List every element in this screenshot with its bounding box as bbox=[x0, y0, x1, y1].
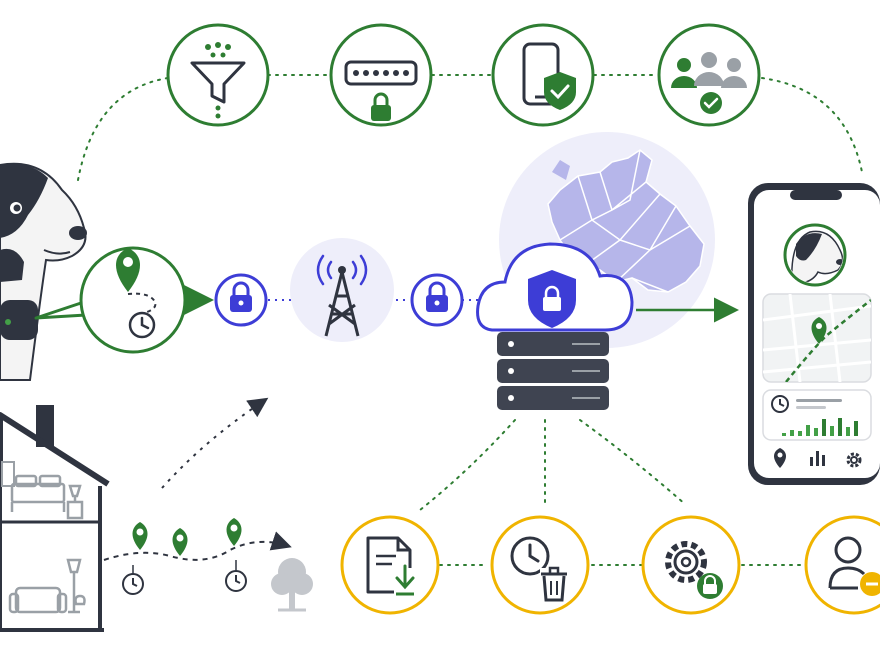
dog-with-collar bbox=[0, 162, 87, 381]
location-pin-icon bbox=[132, 522, 148, 550]
phone-shield-icon bbox=[522, 42, 576, 110]
clock-icon bbox=[128, 311, 156, 339]
document-download-icon bbox=[366, 536, 416, 596]
bar-chart-icon[interactable] bbox=[810, 451, 825, 466]
data-export-circle bbox=[340, 515, 440, 615]
funnel-circle bbox=[166, 23, 270, 127]
clock-trash-icon bbox=[510, 536, 568, 602]
activity-bar bbox=[854, 421, 858, 436]
clock-icon bbox=[122, 565, 144, 595]
activity-bar bbox=[830, 426, 834, 436]
password-lock-icon bbox=[344, 60, 418, 121]
server-stack-icon bbox=[497, 332, 609, 410]
lock-icon bbox=[410, 273, 464, 327]
activity-bar bbox=[782, 433, 786, 436]
location-time-bubble bbox=[34, 246, 214, 354]
gps-collar bbox=[0, 300, 38, 340]
encrypted-transmission bbox=[214, 238, 490, 342]
user-group-check-icon bbox=[671, 52, 747, 114]
activity-bar bbox=[846, 427, 850, 436]
shield-lock-icon bbox=[528, 270, 576, 328]
bottom-dotted-connectors bbox=[419, 419, 805, 566]
activity-bar bbox=[806, 425, 810, 436]
user-remove-icon bbox=[828, 536, 880, 596]
phone-app bbox=[748, 183, 880, 485]
lock-icon bbox=[214, 273, 268, 327]
activity-bar bbox=[798, 431, 802, 436]
funnel-icon bbox=[190, 42, 246, 119]
gear-lock-icon bbox=[665, 541, 723, 599]
home-zone-house bbox=[0, 405, 110, 632]
avatar bbox=[783, 223, 847, 287]
phone-tab-bar bbox=[774, 448, 862, 468]
activity-bar-chart bbox=[782, 418, 858, 436]
clock-icon bbox=[771, 395, 789, 413]
secure-cloud-server bbox=[476, 242, 739, 410]
location-pin-icon bbox=[172, 528, 188, 556]
password-circle bbox=[329, 23, 433, 127]
user-group-circle bbox=[657, 23, 761, 127]
retention-delete-circle bbox=[490, 515, 590, 615]
tower-halo bbox=[290, 238, 394, 342]
location-pin-icon bbox=[226, 518, 242, 546]
activity-bar bbox=[822, 419, 826, 436]
activity-bar bbox=[838, 418, 842, 436]
clock-icon bbox=[225, 560, 247, 592]
activity-bar bbox=[790, 430, 794, 436]
location-history-trail bbox=[103, 397, 313, 612]
gear-icon[interactable] bbox=[846, 452, 862, 468]
secure-settings-circle bbox=[641, 515, 741, 615]
top-dotted-connectors bbox=[77, 74, 863, 181]
remove-user-circle bbox=[804, 515, 880, 615]
location-pin-icon bbox=[116, 248, 140, 292]
location-pin-icon bbox=[811, 317, 827, 344]
bed-icon bbox=[10, 474, 84, 520]
activity-card bbox=[762, 389, 872, 441]
location-pin-icon[interactable] bbox=[774, 448, 786, 468]
activity-bar bbox=[814, 428, 818, 436]
phone-map bbox=[762, 293, 872, 383]
sofa-icon bbox=[8, 558, 86, 614]
tree-icon bbox=[271, 558, 313, 612]
phone-shield-circle bbox=[491, 23, 595, 127]
cell-tower-icon bbox=[316, 254, 368, 337]
